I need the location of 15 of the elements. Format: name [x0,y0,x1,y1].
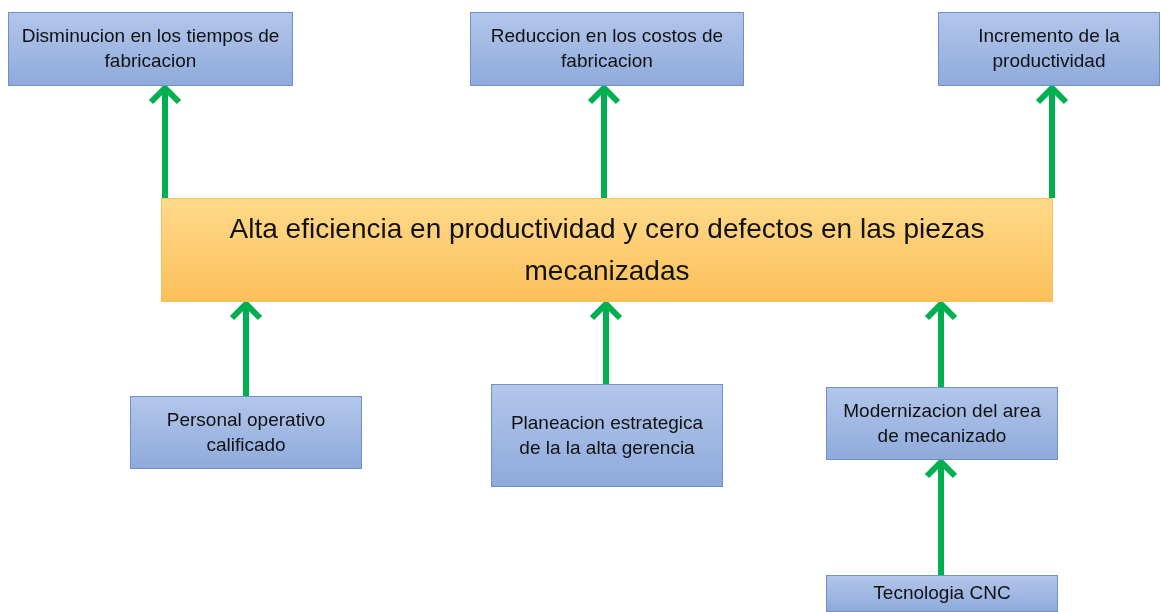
effect-box: Alta eficiencia en productividad y cero defectos en las piezas mecanizadas [161,198,1053,302]
arrow [1035,85,1069,198]
cause-box: Personal operativo calificado [130,396,362,469]
arrow [924,301,958,387]
cause-box: Tecnologia CNC [826,575,1058,612]
arrow [148,85,182,198]
cause-box: Incremento de la productividad [938,12,1160,86]
cause-box: Reduccion en los costos de fabricacion [470,12,744,86]
arrow [924,459,958,575]
cause-box: Disminucion en los tiempos de fabricacion [8,12,293,86]
cause-box: Modernizacion del area de mecanizado [826,387,1058,460]
arrow [589,301,623,384]
cause-box: Planeacion estrategica de la la alta gerencia [491,384,723,487]
arrow [229,301,263,396]
arrow [587,85,621,198]
